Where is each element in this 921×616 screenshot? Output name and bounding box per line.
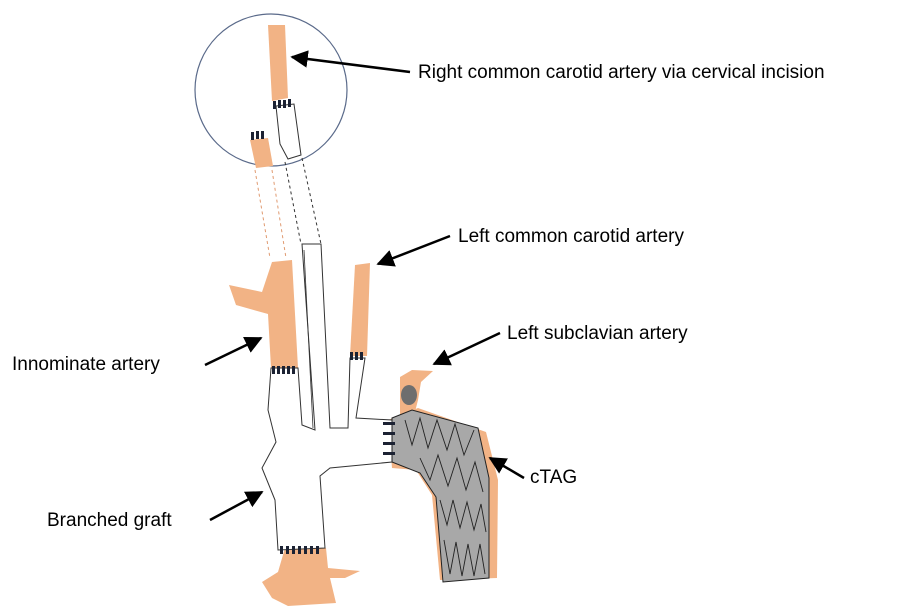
arrow-lsa [434, 333, 500, 364]
label-left-subclavian-artery: Left subclavian artery [507, 323, 688, 345]
label-ctag: cTAG [530, 467, 577, 489]
innominate-artery [229, 260, 298, 368]
ctag-stent-graft [392, 410, 489, 582]
label-left-common-carotid-artery: Left common carotid artery [458, 226, 684, 248]
subclavian-plug [401, 385, 417, 405]
dashed-connectors [255, 158, 321, 258]
right-carotid-upper [268, 25, 288, 101]
label-right-common-carotid-artery: Right common carotid artery via cervical… [418, 62, 825, 84]
clips-carotid-stump [251, 131, 264, 140]
arrow-rcca [292, 57, 410, 72]
arrow-innominate [205, 338, 261, 365]
arrow-graft [210, 492, 262, 520]
graft-limb-in-circle [276, 104, 301, 159]
clips-left-carotid [350, 352, 363, 360]
label-innominate-artery: Innominate artery [12, 354, 160, 376]
label-branched-graft: Branched graft [47, 510, 172, 532]
aortic-root [262, 548, 360, 606]
arrow-lcca [378, 236, 450, 264]
left-common-carotid-artery [350, 263, 370, 356]
